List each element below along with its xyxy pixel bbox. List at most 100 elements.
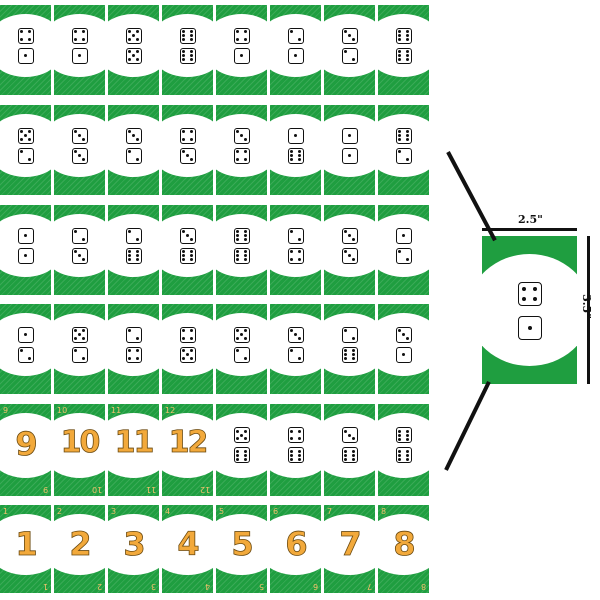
card-number: 7	[339, 524, 362, 563]
card-oval	[108, 214, 159, 277]
card-oval	[324, 513, 375, 576]
die-pip	[294, 54, 297, 57]
die-pip	[532, 297, 537, 302]
die-face-4	[287, 427, 304, 444]
die-pip	[189, 54, 193, 57]
card-oval	[270, 14, 321, 77]
die-pip	[78, 54, 81, 57]
die-pip	[20, 150, 24, 154]
die-pip	[182, 54, 186, 57]
die-face-1	[17, 47, 34, 64]
game-card	[162, 205, 214, 295]
die-face-2	[125, 326, 142, 343]
die-pip	[351, 237, 355, 241]
card-oval	[378, 114, 429, 177]
card-corner-number: 4	[165, 507, 171, 516]
die-pip	[405, 34, 409, 37]
die-pip	[27, 37, 31, 41]
die-pip	[243, 453, 247, 457]
die-face-2	[125, 227, 142, 244]
die-pip	[243, 430, 247, 434]
die-face-6	[395, 427, 412, 444]
die-pip	[135, 157, 139, 161]
die-pip	[405, 457, 409, 461]
die-pip	[527, 326, 532, 330]
die-pip	[189, 50, 193, 53]
die-pip	[398, 54, 402, 57]
card-corner-number: 3	[111, 507, 117, 516]
die-pip	[243, 254, 247, 257]
die-pip	[81, 356, 85, 360]
card-oval	[54, 14, 105, 77]
die-pip	[182, 250, 186, 253]
die-pip	[297, 250, 301, 254]
card-oval	[162, 14, 213, 77]
die-pip	[297, 154, 301, 157]
card-number: 6	[285, 524, 308, 563]
game-card	[216, 304, 268, 394]
die-pip	[290, 158, 294, 161]
die-pip	[351, 353, 355, 356]
die-pip	[344, 357, 348, 360]
die-pip	[290, 250, 294, 254]
die-pip	[27, 356, 31, 360]
game-card	[270, 105, 322, 195]
card-oval	[54, 114, 105, 177]
die-pip	[189, 349, 193, 353]
die-pip	[236, 336, 240, 340]
die-pip	[344, 449, 348, 453]
game-card	[54, 5, 106, 95]
die-pip	[128, 30, 132, 34]
die-pip	[243, 356, 247, 360]
card-oval	[54, 513, 105, 576]
die-pip	[135, 57, 139, 61]
width-dimension-line	[482, 228, 577, 231]
die-pip	[351, 349, 355, 352]
die-face-6	[179, 27, 196, 44]
die-pip	[240, 433, 243, 437]
die-pip	[81, 237, 85, 241]
die-pip	[128, 50, 132, 54]
die-pip	[78, 333, 81, 336]
card-oval	[108, 513, 159, 576]
die-pip	[290, 449, 294, 453]
card-oval	[216, 413, 267, 478]
card-corner-number: 1	[42, 582, 48, 591]
die-pip	[182, 34, 186, 37]
die-face-4	[179, 127, 196, 144]
card-oval	[270, 513, 321, 576]
die-pip	[236, 254, 240, 257]
die-pip	[189, 157, 193, 161]
die-pip	[243, 250, 247, 253]
card-oval	[0, 114, 51, 177]
die-pip	[182, 130, 186, 134]
die-face-6	[287, 147, 304, 164]
card-corner-number: 6	[273, 507, 279, 516]
die-pip	[398, 433, 402, 437]
die-pip	[189, 130, 193, 134]
die-face-1	[287, 47, 304, 64]
card-oval	[0, 513, 51, 576]
card-oval	[0, 14, 51, 77]
card-oval	[108, 114, 159, 177]
card-oval	[270, 114, 321, 177]
die-pip	[344, 349, 348, 352]
die-pip	[398, 138, 402, 141]
die-pip	[405, 429, 409, 433]
game-card	[378, 404, 430, 496]
die-pip	[78, 154, 81, 157]
card-corner-number: 11	[145, 485, 156, 494]
die-pip	[290, 329, 294, 333]
card-oval	[324, 313, 375, 376]
die-face-6	[233, 447, 250, 464]
die-face-6	[341, 346, 358, 363]
die-pip	[348, 254, 351, 257]
die-face-6	[341, 447, 358, 464]
die-face-6	[179, 47, 196, 64]
